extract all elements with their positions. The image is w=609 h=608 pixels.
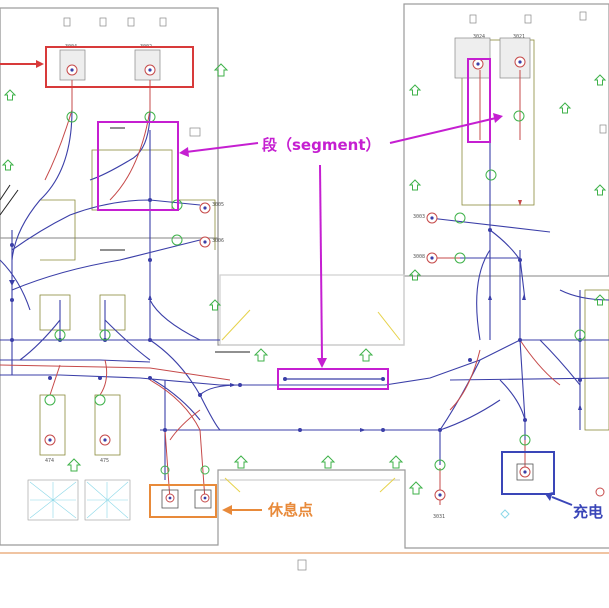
charging-cells — [27, 479, 131, 521]
charging-arrow — [551, 496, 573, 506]
node-label: 474 — [45, 458, 54, 464]
charging-arrowhead — [545, 492, 553, 501]
walls — [0, 3, 609, 549]
black-lines — [0, 127, 250, 353]
node-label: 3005 — [212, 202, 224, 208]
segment-arrows — [185, 117, 497, 361]
rest-point-boxes — [161, 489, 212, 509]
segment-box-left — [97, 121, 179, 211]
charging-label: 充电 — [573, 503, 603, 521]
node-label: 3031 — [433, 514, 445, 520]
stations-top — [59, 37, 531, 81]
node-label: 3003 — [413, 214, 425, 220]
top-markers — [63, 11, 607, 571]
segment-label: 段（segment） — [262, 136, 381, 154]
segment-center-node — [283, 377, 287, 381]
node-label: 475 — [100, 458, 109, 464]
location-icons — [1, 63, 607, 519]
segment-center-node — [381, 377, 385, 381]
rest-point-arrowhead — [222, 505, 232, 515]
waypoint-rings — [44, 110, 586, 475]
zones — [39, 39, 609, 456]
highlight-rest-point — [149, 484, 217, 518]
segment-box-right — [467, 58, 491, 143]
charging-station-box — [516, 463, 534, 481]
node-label: 3006 — [212, 238, 224, 244]
node-label: 3008 — [413, 254, 425, 260]
yellow-marks — [221, 309, 401, 493]
direction-arrows — [9, 200, 582, 432]
node-label: 3021 — [513, 34, 525, 40]
segment-arrowheads — [179, 113, 503, 368]
highlight-top-stations — [45, 46, 194, 88]
highlight-charging — [501, 451, 555, 495]
rest-point-label: 休息点 — [267, 501, 313, 519]
node-label: 3024 — [473, 34, 485, 40]
segment-box-center — [277, 368, 389, 390]
station-nodes — [44, 56, 605, 503]
paths-blue — [0, 100, 609, 480]
red-pointer-arrowhead — [36, 60, 44, 68]
